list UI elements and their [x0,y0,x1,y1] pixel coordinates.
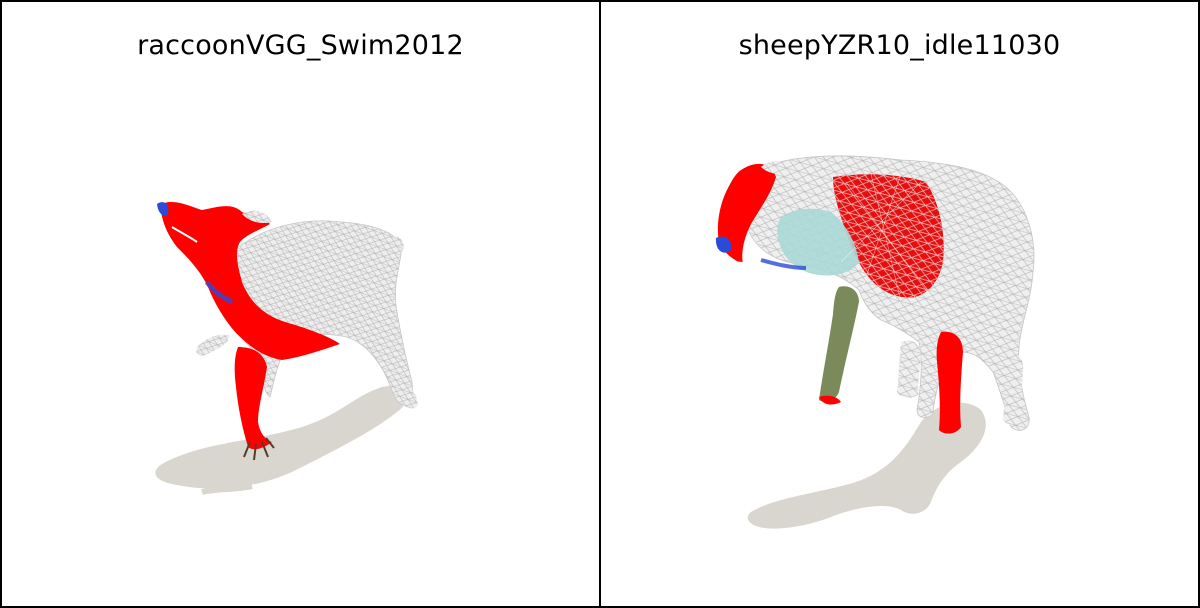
sheep-chest-highlight [777,208,859,276]
raccoon-head-highlight [160,201,340,360]
render-panel-right: sheepYZR10_idle11030 [601,2,1198,606]
ground-shadow [747,402,986,529]
panel-title: sheepYZR10_idle11030 [738,30,1061,61]
raccoon-nose-highlight [157,202,169,216]
sheep-front-leg-highlight [819,286,859,402]
sheep-nose-highlight [715,236,732,253]
raccoon-leg-highlight [234,347,272,450]
panel-title: raccoonVGG_Swim2012 [137,30,464,61]
ground-shadow [155,386,408,489]
sheep-head-highlight [717,163,776,264]
sheep-back-leg-highlight [936,331,963,434]
sheep-torso-highlight [833,174,944,298]
render-panel-left: raccoonVGG_Swim2012 [2,2,601,606]
raccoon-render [155,201,418,495]
sheep-render [715,155,1035,529]
